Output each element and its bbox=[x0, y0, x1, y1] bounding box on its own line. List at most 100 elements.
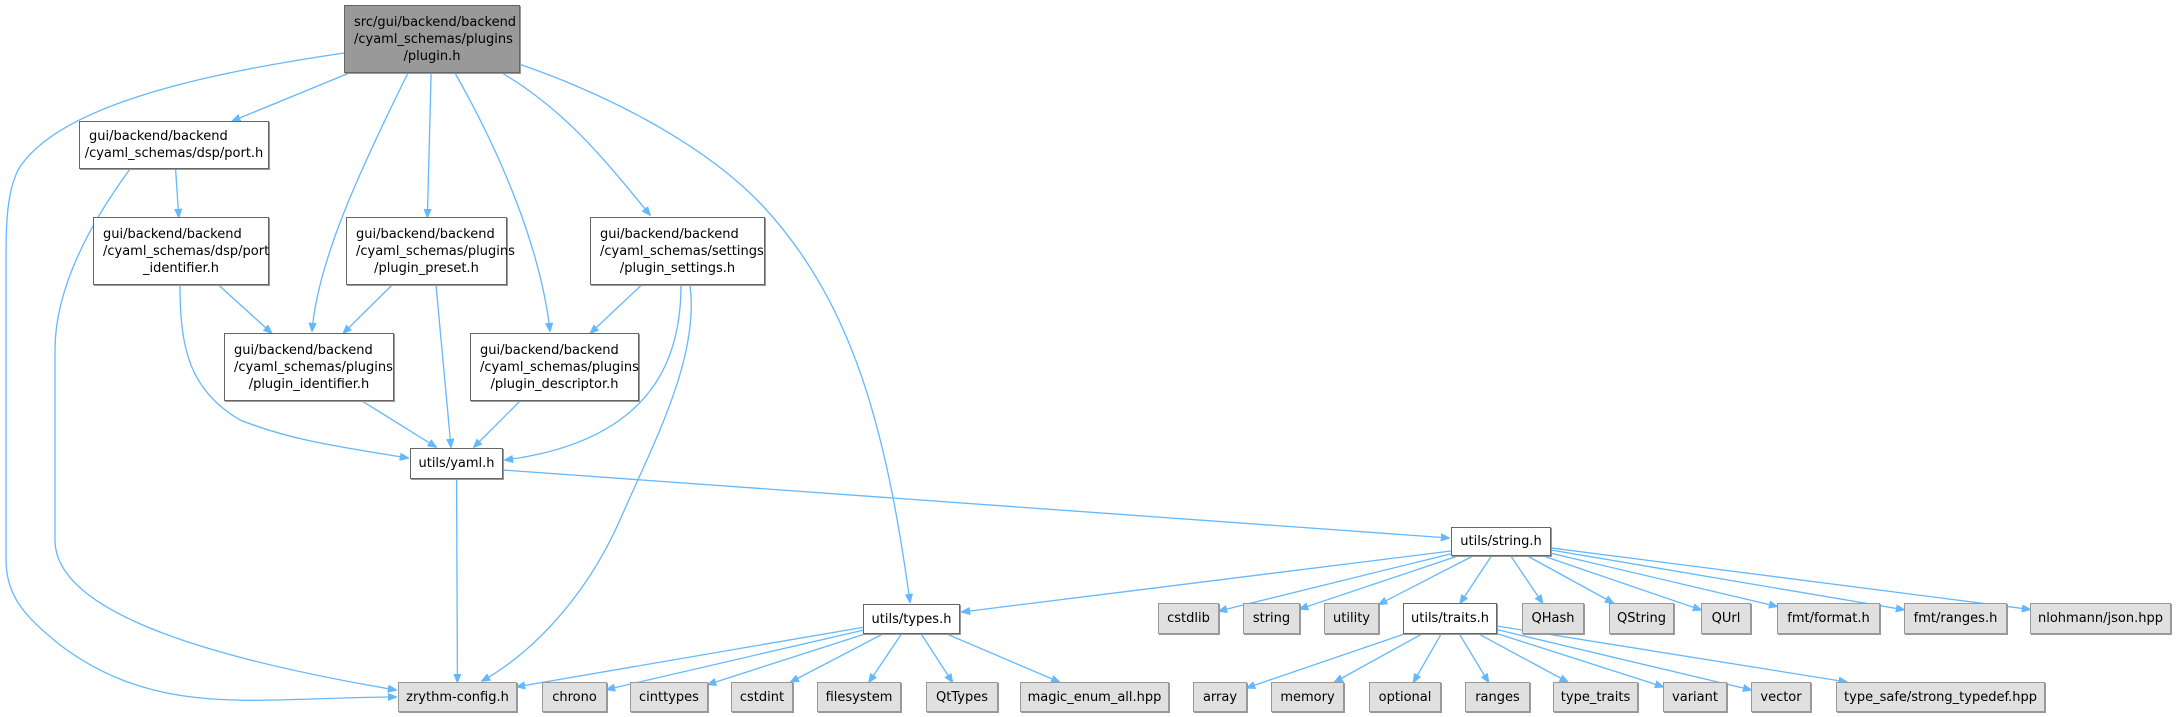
node-strong-typedef: type_safe/strong_typedef.hpp bbox=[1836, 682, 2045, 712]
edge-string_h-to-qhash bbox=[1510, 555, 1543, 603]
node-label-line: /plugin_preset.h bbox=[374, 260, 479, 276]
node-label-line: gui/backend/backend bbox=[356, 226, 495, 242]
node-label-line: /cyaml_schemas/plugins bbox=[480, 359, 639, 375]
node-plugin-preset[interactable]: gui/backend/backend/cyaml_schemas/plugin… bbox=[346, 217, 515, 285]
edge-string_h-to-fmt_ranges bbox=[1550, 549, 1904, 610]
node-label-line: utils/yaml.h bbox=[418, 456, 495, 471]
node-filesystem: filesystem bbox=[817, 682, 901, 712]
node-string: string bbox=[1243, 603, 1300, 634]
node-plugin[interactable]: src/gui/backend/backend/cyaml_schemas/pl… bbox=[344, 5, 520, 73]
node-port[interactable]: gui/backend/backend/cyaml_schemas/dsp/po… bbox=[79, 121, 269, 169]
node-label-line: /plugin.h bbox=[403, 48, 461, 64]
node-label-line: fmt/format.h bbox=[1787, 611, 1870, 626]
node-label-line: string bbox=[1252, 611, 1291, 626]
node-label-line: /plugin_identifier.h bbox=[248, 376, 370, 392]
node-label-line: gui/backend/backend bbox=[234, 342, 373, 358]
edge-string_h-to-qstring bbox=[1527, 555, 1613, 603]
node-label-line: filesystem bbox=[825, 689, 893, 705]
node-label-line: utility bbox=[1333, 611, 1370, 626]
edge-plugin_preset-to-plugin_identifier bbox=[343, 284, 393, 333]
node-qttypes: QtTypes bbox=[926, 682, 998, 712]
node-label-line: QUrl bbox=[1711, 611, 1741, 626]
node-vector: vector bbox=[1751, 682, 1811, 712]
node-label-line: vector bbox=[1760, 689, 1802, 705]
node-label-line: memory bbox=[1280, 689, 1335, 705]
edge-plugin-to-zrythm_config bbox=[5, 52, 396, 700]
node-label-line: optional bbox=[1378, 689, 1432, 705]
node-label-line: /cyaml_schemas/plugins bbox=[234, 359, 393, 375]
node-label-line: utils/string.h bbox=[1460, 534, 1542, 549]
edge-plugin_descriptor-to-yaml bbox=[474, 400, 521, 447]
edge-string_h-to-fmt_format bbox=[1550, 552, 1777, 606]
edge-types-to-magic_enum bbox=[946, 633, 1060, 682]
node-traits[interactable]: utils/traits.h bbox=[1403, 603, 1497, 634]
edge-types-to-filesystem bbox=[869, 633, 902, 682]
node-label-line: gui/backend/backend bbox=[89, 129, 228, 144]
node-fmt-format: fmt/format.h bbox=[1777, 603, 1880, 634]
edge-plugin-to-types bbox=[518, 63, 910, 602]
node-label-line: utils/types.h bbox=[871, 611, 952, 627]
node-label-line: /cyaml_schemas/settings bbox=[600, 243, 764, 259]
node-label-line: cstdlib bbox=[1167, 611, 1210, 626]
edge-types-to-zrythm_config bbox=[517, 626, 864, 686]
node-label-line: utils/traits.h bbox=[1411, 611, 1489, 626]
edge-traits-to-variant bbox=[1496, 632, 1663, 687]
edge-port-to-zrythm_config bbox=[54, 168, 396, 690]
node-type-traits: type_traits bbox=[1553, 682, 1638, 712]
edge-types-to-cstdint bbox=[791, 633, 884, 682]
node-label-line: fmt/ranges.h bbox=[1913, 611, 1998, 626]
node-plugin-identifier[interactable]: gui/backend/backend/cyaml_schemas/plugin… bbox=[224, 333, 394, 401]
node-label-line: gui/backend/backend bbox=[480, 342, 619, 358]
node-label-line: /cyaml_schemas/dsp/port bbox=[103, 243, 270, 259]
node-label-line: cstdint bbox=[739, 689, 785, 705]
edge-traits-to-array bbox=[1247, 633, 1405, 688]
node-plugin-settings[interactable]: gui/backend/backend/cyaml_schemas/settin… bbox=[590, 217, 765, 285]
node-magic-enum: magic_enum_all.hpp bbox=[1020, 682, 1169, 712]
node-qstring: QString bbox=[1609, 603, 1674, 634]
node-label-line: QHash bbox=[1531, 611, 1575, 626]
edge-plugin_settings-to-zrythm_config bbox=[482, 284, 692, 681]
node-label-line: QString bbox=[1616, 611, 1667, 626]
edge-plugin_identifier-to-yaml bbox=[361, 400, 436, 447]
node-utility: utility bbox=[1324, 603, 1379, 634]
edge-string_h-to-types bbox=[962, 550, 1452, 612]
node-optional: optional bbox=[1369, 682, 1441, 712]
node-yaml[interactable]: utils/yaml.h bbox=[410, 448, 503, 479]
edge-plugin-to-plugin_settings bbox=[501, 72, 650, 215]
edge-yaml-to-zrythm_config bbox=[457, 478, 458, 682]
node-label-line: /plugin_settings.h bbox=[619, 260, 736, 276]
node-label-line: type_traits bbox=[1560, 689, 1631, 705]
node-cinttypes: cinttypes bbox=[630, 682, 708, 712]
node-fmt-ranges: fmt/ranges.h bbox=[1904, 603, 2007, 634]
node-label-line: src/gui/backend/backend bbox=[354, 14, 517, 30]
edge-plugin_settings-to-plugin_descriptor bbox=[591, 284, 642, 333]
node-cstdlib: cstdlib bbox=[1158, 603, 1219, 634]
node-string-h[interactable]: utils/string.h bbox=[1451, 527, 1551, 556]
edge-traits-to-optional bbox=[1414, 633, 1442, 682]
node-types[interactable]: utils/types.h bbox=[863, 604, 960, 634]
edge-yaml-to-string_h bbox=[502, 469, 1449, 538]
edge-traits-to-vector bbox=[1496, 629, 1751, 690]
node-label-line: zrythm-config.h bbox=[406, 689, 509, 705]
edge-string_h-to-utility bbox=[1379, 555, 1474, 604]
node-label-line: /cyaml_schemas/dsp/port.h bbox=[84, 146, 264, 161]
node-qhash: QHash bbox=[1522, 603, 1584, 634]
node-label-line: /plugin_descriptor.h bbox=[490, 376, 619, 392]
edge-plugin-to-plugin_descriptor bbox=[454, 72, 550, 331]
node-port-identifier[interactable]: gui/backend/backend/cyaml_schemas/dsp/po… bbox=[93, 217, 269, 285]
edge-port_identifier-to-plugin_identifier bbox=[218, 284, 272, 333]
node-chrono: chrono bbox=[542, 682, 607, 712]
edge-string_h-to-qurl bbox=[1543, 555, 1701, 610]
node-array: array bbox=[1193, 682, 1247, 712]
node-label-line: gui/backend/backend bbox=[600, 226, 739, 242]
node-cstdint: cstdint bbox=[731, 682, 793, 712]
node-plugin-descriptor[interactable]: gui/backend/backend/cyaml_schemas/plugin… bbox=[470, 333, 639, 401]
node-label-line: _identifier.h bbox=[142, 260, 220, 276]
edge-traits-to-strong_typedef bbox=[1496, 625, 1847, 682]
node-label-line: /cyaml_schemas/plugins bbox=[356, 243, 515, 259]
node-label-line: cinttypes bbox=[639, 689, 699, 705]
edge-types-to-cinttypes bbox=[708, 633, 866, 684]
edge-plugin_settings-to-yaml bbox=[505, 284, 682, 460]
